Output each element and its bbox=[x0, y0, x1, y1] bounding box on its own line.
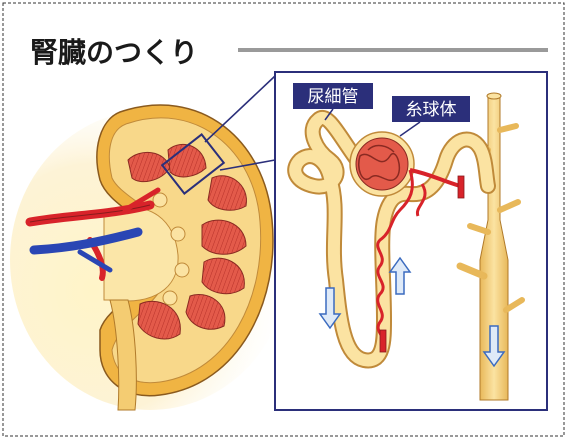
glomerulus-label: 糸球体 bbox=[392, 96, 470, 122]
glomerulus-label-text: 糸球体 bbox=[406, 100, 457, 120]
calyx bbox=[175, 263, 189, 277]
duct-top-opening bbox=[487, 93, 501, 99]
calyx bbox=[171, 227, 185, 241]
diagram-title: 腎臓のつくり bbox=[30, 36, 198, 69]
tubule-label-text: 尿細管 bbox=[308, 87, 359, 107]
capillary-end bbox=[380, 330, 386, 352]
arteriole-end bbox=[458, 176, 464, 198]
calyx bbox=[163, 291, 177, 305]
calyx bbox=[153, 193, 167, 207]
tubule-label: 尿細管 bbox=[293, 83, 373, 109]
duct-branch bbox=[500, 126, 516, 130]
glomerulus bbox=[350, 132, 414, 196]
